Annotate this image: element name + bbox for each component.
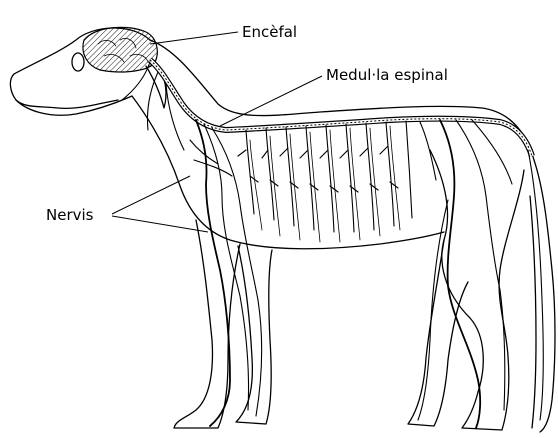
label-brain-group: Encèfal <box>150 23 297 44</box>
label-nerves-group: Nervis <box>46 176 208 232</box>
nerves-leader-line-lower <box>112 216 208 232</box>
spinal-cord-leader-line <box>220 76 322 126</box>
spinal-cord-label: Medul·la espinal <box>326 66 448 84</box>
nerves-label: Nervis <box>46 206 94 224</box>
nerves-leader-line-upper <box>112 176 190 214</box>
brain <box>83 27 157 72</box>
brain-label: Encèfal <box>242 23 297 41</box>
dog-body-outline <box>10 28 555 432</box>
nerves <box>122 62 543 428</box>
brain-leader-line <box>150 32 238 44</box>
